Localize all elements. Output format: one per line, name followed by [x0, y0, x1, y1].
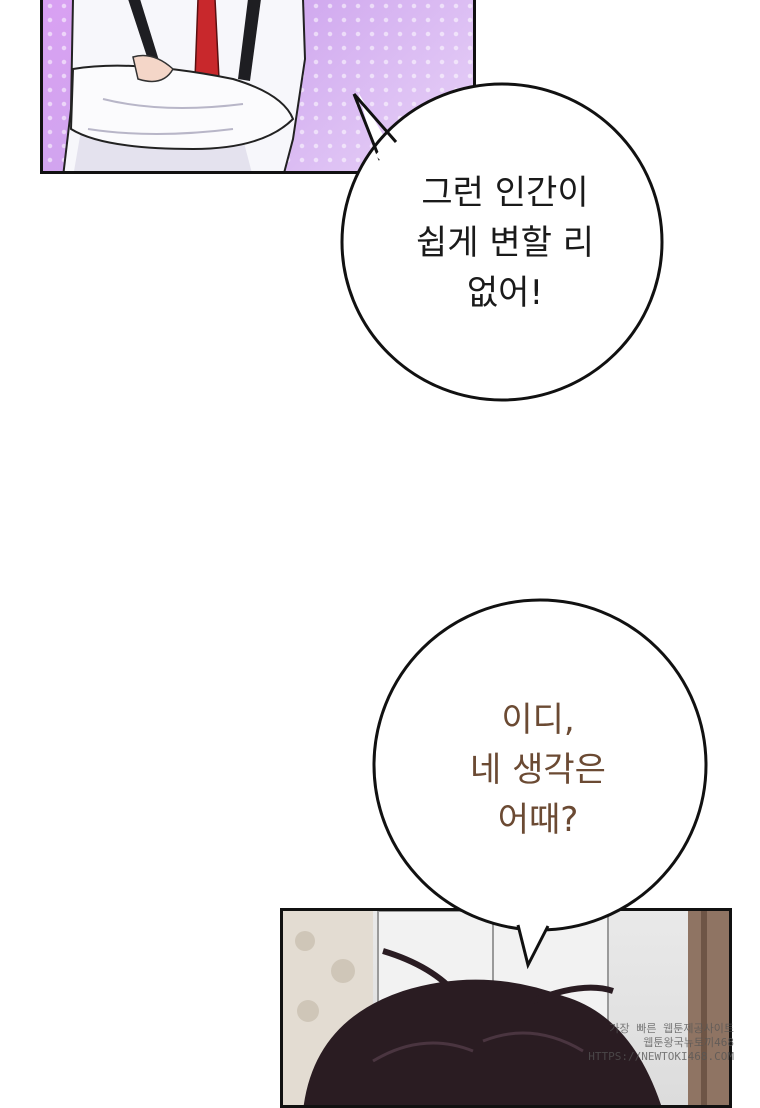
speech-bubble-2-text: 이디, 네 생각은 어때?: [470, 700, 606, 840]
character-arms-crossed-illustration: [62, 0, 307, 171]
comic-panel-top: [40, 0, 476, 174]
speech-bubble-1-text: 그런 인간이 쉽게 변할 리 없어!: [415, 173, 594, 313]
comic-panel-bottom: [280, 908, 732, 1108]
site-watermark: 가장 빠른 웹툰제공사이트 웹툰왕국뉴토끼468 HTTPS://NEWTOKI…: [588, 1022, 734, 1063]
character-dark-hair-illustration: [283, 911, 729, 1105]
